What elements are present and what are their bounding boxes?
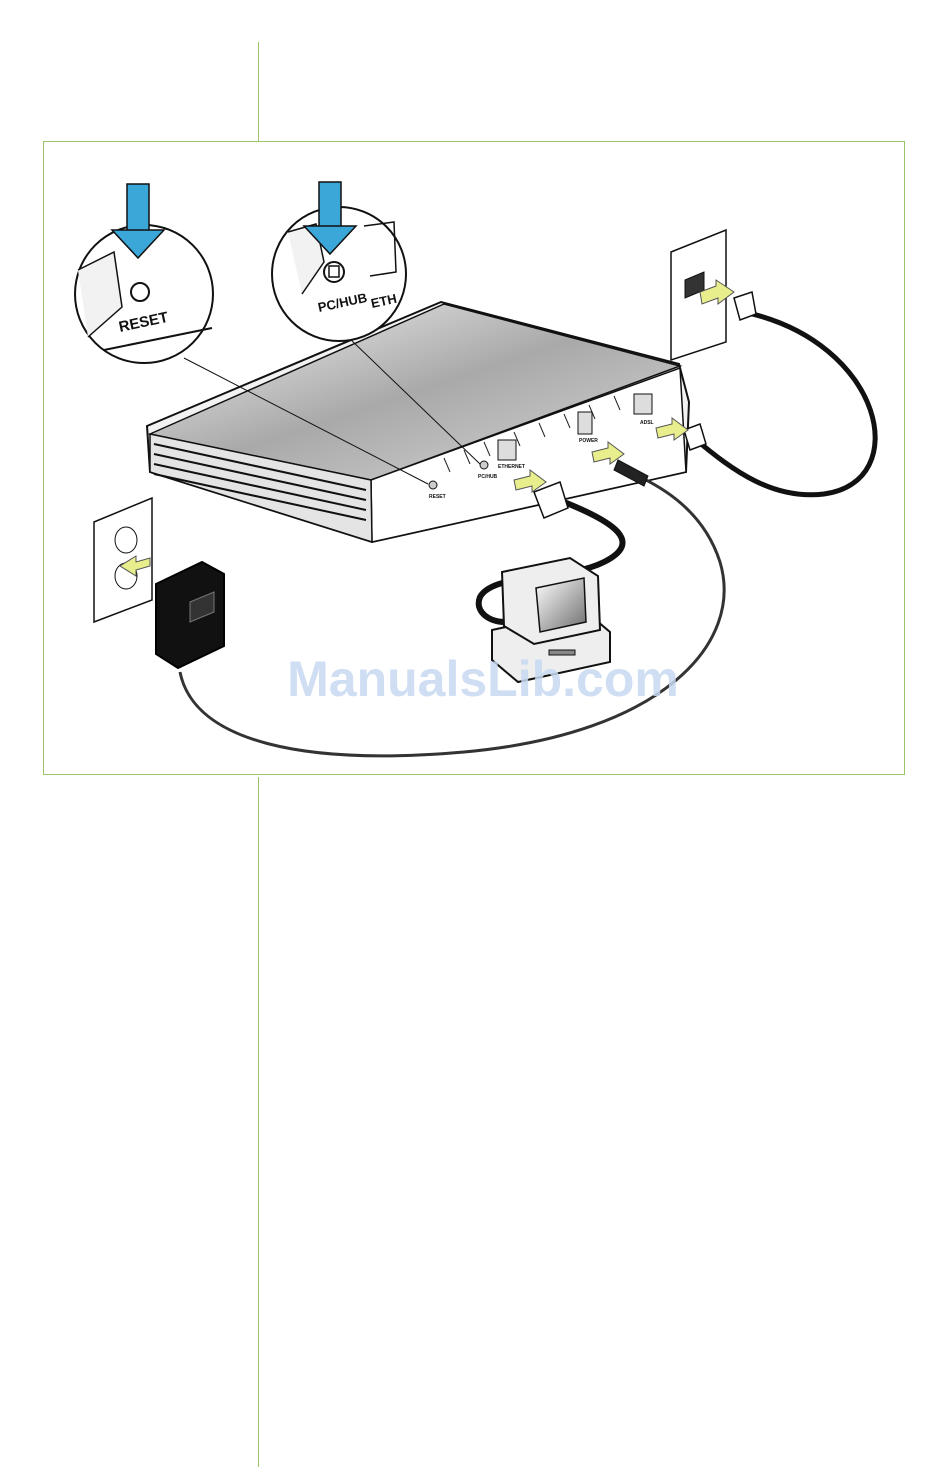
pchub-icon (329, 266, 339, 277)
power-adapter (156, 562, 224, 668)
port-pchub-label: PC/HUB (478, 474, 498, 480)
connection-diagram-frame: RESET PC/HUB ETHERNET POWER ADSL RESET (43, 141, 905, 775)
port-power-label: POWER (579, 438, 598, 444)
pchub-callout: PC/HUB ETH (272, 182, 406, 341)
connection-diagram: RESET PC/HUB ETHERNET POWER ADSL RESET (44, 142, 906, 776)
margin-rule-bottom (258, 777, 259, 1467)
port-ethernet-label: ETHERNET (498, 464, 525, 470)
computer (492, 558, 610, 682)
port-adsl-label: ADSL (640, 420, 654, 426)
reset-callout: RESET (75, 184, 213, 363)
margin-rule-top (258, 42, 259, 141)
port-reset-label: RESET (429, 494, 446, 500)
router: RESET PC/HUB ETHERNET POWER ADSL (147, 302, 689, 542)
